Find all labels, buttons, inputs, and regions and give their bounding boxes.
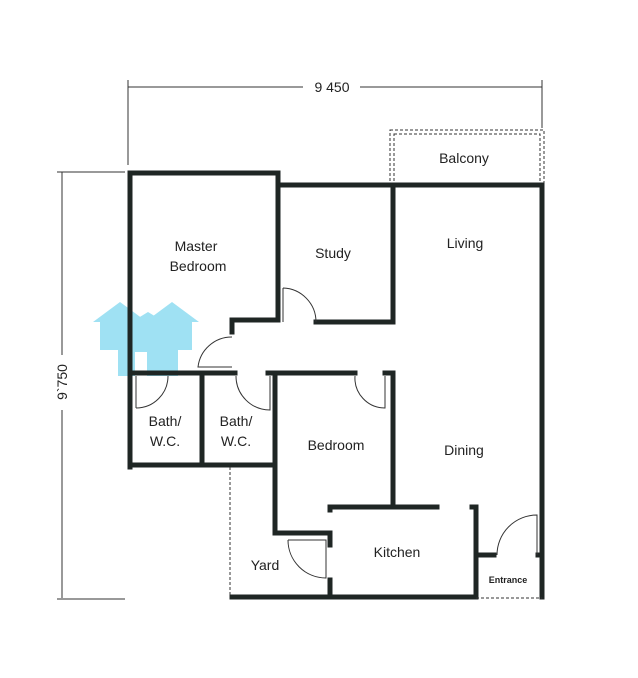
doors (135, 287, 538, 579)
room-label-entrance: Entrance (489, 575, 528, 585)
balcony-inner-outline (393, 133, 541, 185)
room-label-bath2-2: W.C. (221, 433, 251, 449)
height-dimension-label: 9`750 (54, 364, 70, 400)
room-label-yard: Yard (251, 557, 280, 573)
room-label-master-bedroom-2: Bedroom (170, 258, 227, 274)
room-label-living: Living (447, 235, 484, 251)
watermark-house-icon (93, 302, 199, 376)
walls (127, 170, 545, 600)
room-label-dining: Dining (444, 442, 484, 458)
room-label-bedroom: Bedroom (308, 437, 365, 453)
room-label-master-bedroom-1: Master (175, 238, 218, 254)
room-label-kitchen: Kitchen (374, 544, 421, 560)
room-label-bath1-2: W.C. (150, 433, 180, 449)
room-label-balcony: Balcony (439, 150, 489, 166)
room-label-bath1-1: Bath/ (149, 413, 182, 429)
width-dimension-label: 9 450 (314, 79, 349, 95)
room-label-study: Study (315, 245, 351, 261)
height-dimension: 9`750 (54, 171, 125, 600)
room-label-bath2-1: Bath/ (220, 413, 253, 429)
width-dimension: 9 450 (127, 79, 543, 165)
